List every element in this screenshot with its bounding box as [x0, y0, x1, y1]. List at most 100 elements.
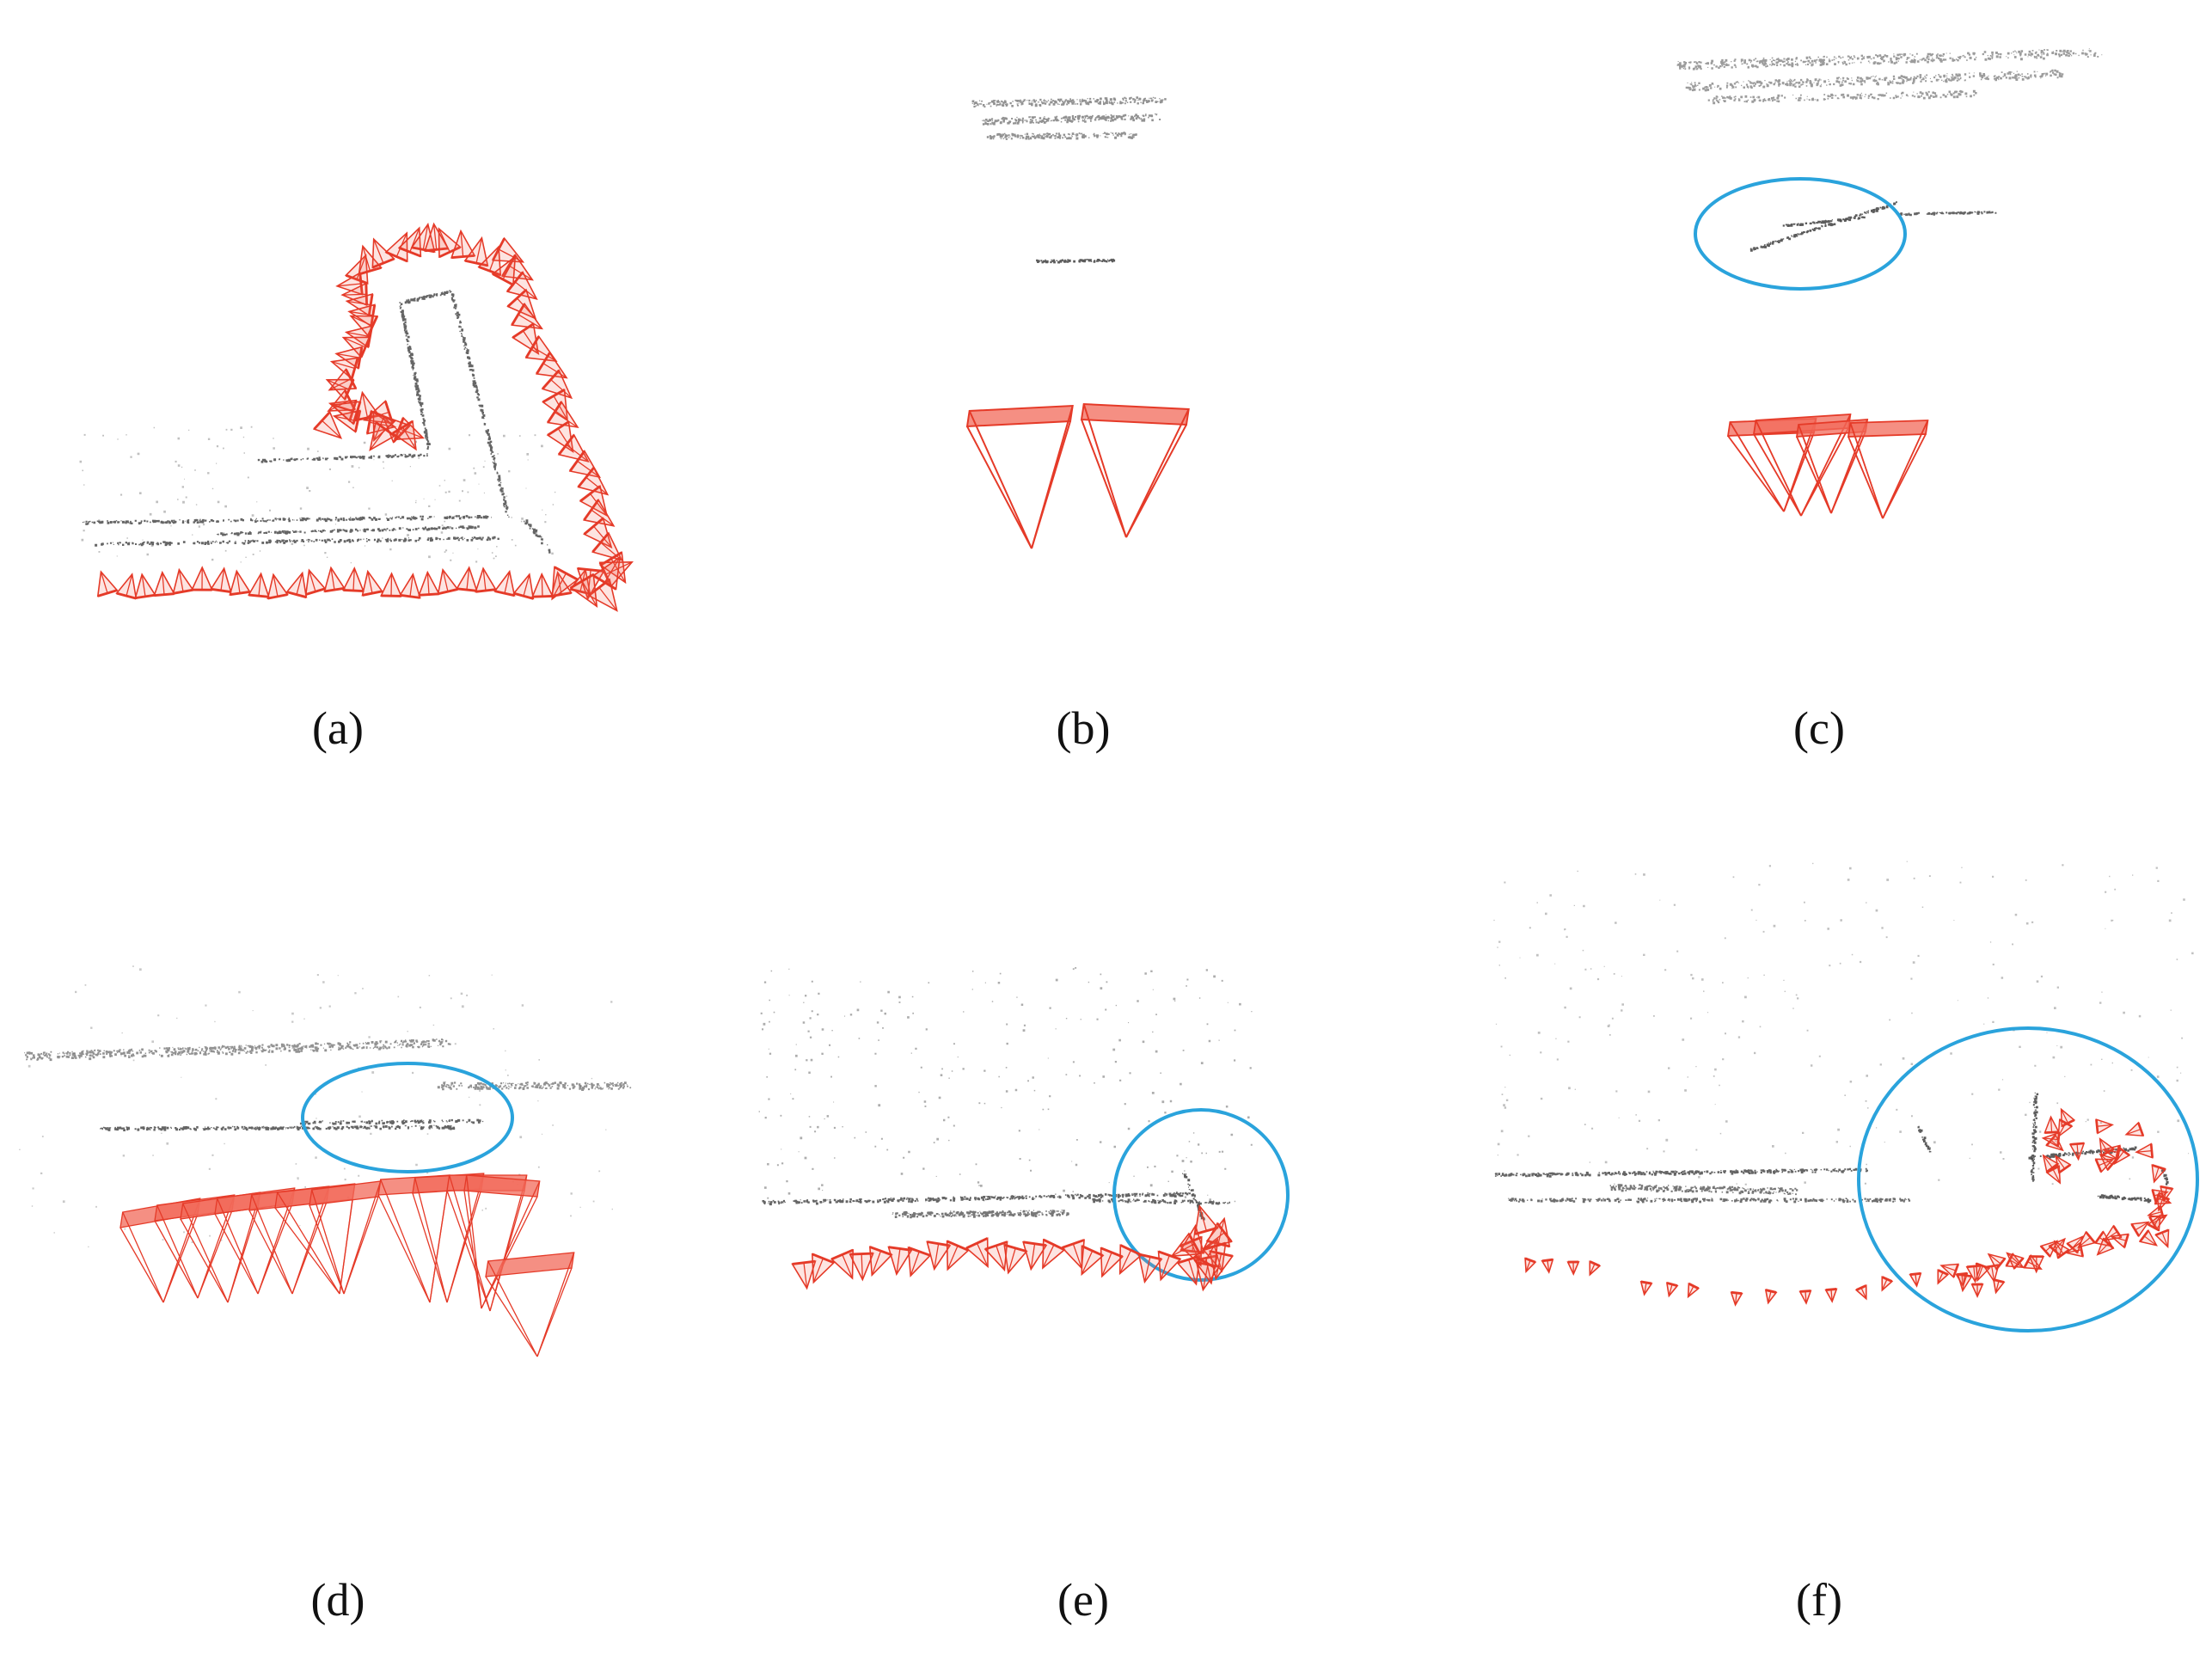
camera-frustum-icon [532, 574, 552, 597]
camera-frustum-icon [475, 568, 495, 591]
camera-frustum-icon [343, 568, 363, 591]
camera-frustum-icon [1938, 1270, 1948, 1283]
camera-frustum-icon [135, 574, 155, 597]
camera-frustum-icon [1667, 1283, 1677, 1296]
point-cloud-segment [972, 96, 1167, 107]
camera-frustum-icon [1800, 1291, 1811, 1303]
camera-frustum-icon [1856, 1285, 1866, 1298]
camera-frustum-icon [2044, 1117, 2058, 1132]
camera-frustum-icon [117, 574, 137, 598]
point-cloud-segment [300, 1119, 483, 1125]
camera-frustum-icon [378, 1175, 450, 1302]
panel-caption-b: (b) [997, 705, 1169, 751]
camera-frustum-icon [870, 1247, 892, 1275]
point-cloud-segment [1036, 259, 1115, 264]
camera-frustum-icon [2140, 1230, 2156, 1245]
point-cloud-segment [1677, 48, 2103, 70]
camera-frustum-icon [2152, 1165, 2165, 1182]
camera-frustum-icon [98, 572, 117, 596]
camera-frustum-icon [1043, 1240, 1064, 1268]
camera-frustum-icon [1731, 1292, 1743, 1305]
point-cloud-segment [1686, 70, 2064, 92]
point-cloud-segment [763, 1191, 1192, 1205]
camera-frustum-icon [1766, 1290, 1776, 1303]
camera-frustum-icon [2070, 1143, 2084, 1160]
point-cloud-segment [405, 290, 452, 303]
point-cloud-segment [2098, 1194, 2151, 1203]
camera-frustum-icon [1081, 1246, 1103, 1274]
camera-frustum-icon [486, 1253, 574, 1357]
camera-frustum-icon [2136, 1144, 2153, 1158]
camera-frustum-icon [268, 574, 288, 598]
camera-frustum-icon [1641, 1282, 1651, 1295]
camera-frustum-icon [211, 568, 230, 591]
camera-frustum-icon [173, 570, 193, 594]
camera-frustum-icon [363, 572, 383, 596]
point-cloud-segment [982, 113, 1161, 126]
point-cloud-segment [258, 453, 428, 463]
point-cloud-segment [892, 1210, 1069, 1218]
panel-c-reconstruction [1677, 48, 2103, 518]
point-cloud-segment [1708, 90, 1977, 105]
camera-frustum-icon [456, 567, 476, 591]
panel-b-reconstruction [967, 96, 1189, 548]
point-cloud-segment [100, 1125, 455, 1131]
camera-frustum-icon [381, 573, 401, 596]
point-cloud-segment [1508, 1198, 1910, 1203]
panel-e-reconstruction [759, 967, 1288, 1290]
point-cloud-segment [1495, 1168, 1868, 1178]
camera-frustum-icon [438, 570, 458, 594]
point-cloud-scatter [1493, 861, 2193, 1185]
camera-frustum-icon [309, 1181, 381, 1294]
highlight-circle-mark [303, 1063, 512, 1172]
point-cloud-segment [987, 132, 1137, 140]
camera-frustum-icon [850, 1253, 873, 1280]
camera-frustum-icon [324, 567, 344, 591]
camera-frustum-icon [812, 1254, 834, 1283]
camera-frustum-icon [1910, 1273, 1921, 1286]
camera-frustum-icon [793, 1261, 816, 1288]
camera-frustum-icon [1120, 1245, 1142, 1273]
point-cloud-segment [24, 1038, 451, 1061]
camera-frustum-icon [1568, 1262, 1579, 1274]
camera-frustum-icon [1958, 1274, 1971, 1290]
highlight-circle-mark [1859, 1028, 2197, 1331]
point-cloud-segment [2031, 1093, 2038, 1182]
camera-frustum-icon [495, 572, 515, 596]
point-cloud-segment [1918, 1126, 1932, 1153]
camera-frustum-icon [419, 573, 438, 596]
point-cloud-segment [451, 293, 510, 518]
panel-caption-e: (e) [997, 1577, 1169, 1623]
camera-frustum-icon [1826, 1289, 1837, 1301]
camera-frustum-icon [287, 573, 307, 597]
panel-d-reconstruction [19, 965, 631, 1357]
camera-frustum-icon [909, 1247, 930, 1276]
camera-frustum-icon [447, 1175, 527, 1311]
camera-frustum-icon [1688, 1283, 1699, 1296]
camera-frustum-icon [230, 571, 249, 594]
point-cloud-segment [95, 536, 499, 547]
camera-frustum-icon [1972, 1284, 1983, 1296]
camera-frustum-icon [1063, 1240, 1084, 1268]
camera-frustum-icon [306, 570, 325, 594]
camera-frustum-icon [966, 1238, 988, 1266]
camera-frustum-icon [967, 406, 1073, 548]
panel-caption-d: (d) [252, 1577, 424, 1623]
camera-frustum-icon [1882, 1277, 1892, 1290]
camera-frustum-icon [2111, 1234, 2129, 1248]
camera-frustum-icon [1081, 404, 1189, 537]
camera-frustum-icon [1542, 1259, 1553, 1272]
panel-caption-f: (f) [1733, 1577, 1905, 1623]
panel-f-reconstruction [1493, 861, 2197, 1331]
camera-frustum-icon [400, 574, 420, 597]
panel-caption-a: (a) [252, 705, 424, 751]
point-cloud-scatter [759, 967, 1253, 1204]
camera-frustum-icon [192, 567, 211, 590]
point-cloud-segment [1610, 1184, 1798, 1195]
camera-frustum-icon [1994, 1279, 2004, 1292]
camera-frustum-icon [947, 1241, 969, 1270]
camera-frustum-icon [1004, 1245, 1026, 1273]
panel-caption-c: (c) [1733, 705, 1905, 751]
